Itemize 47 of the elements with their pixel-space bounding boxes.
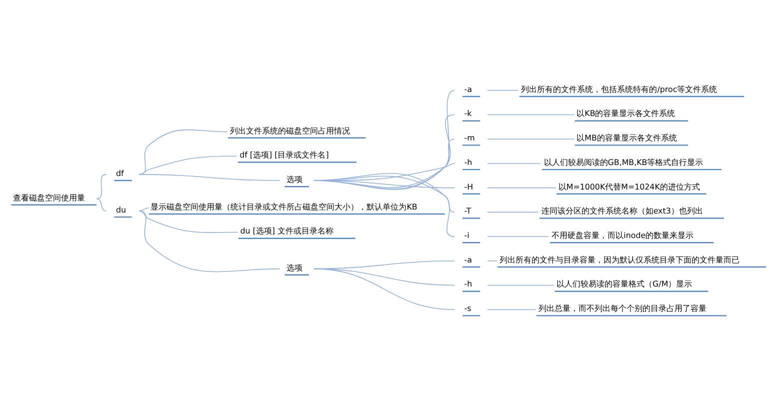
connector bbox=[487, 309, 536, 310]
node-box bbox=[462, 168, 480, 170]
node-box bbox=[556, 193, 706, 195]
node-box bbox=[542, 168, 722, 170]
connector bbox=[487, 236, 550, 237]
connector bbox=[138, 174, 280, 181]
node-box bbox=[11, 204, 97, 206]
node-box bbox=[554, 290, 708, 292]
connector bbox=[138, 210, 238, 233]
connector bbox=[487, 284, 555, 286]
node-box bbox=[574, 120, 688, 122]
connector bbox=[487, 163, 542, 164]
node-box bbox=[550, 242, 714, 244]
connector bbox=[96, 174, 107, 200]
connector bbox=[487, 138, 575, 140]
node-box bbox=[462, 144, 480, 146]
node-box bbox=[462, 266, 480, 268]
connector bbox=[487, 212, 539, 213]
node-box bbox=[462, 120, 480, 122]
connector bbox=[138, 208, 150, 212]
node-box bbox=[540, 218, 724, 219]
connector bbox=[138, 210, 280, 272]
connector bbox=[487, 114, 575, 116]
node-box bbox=[462, 218, 480, 219]
node-box bbox=[238, 162, 357, 163]
node-box bbox=[462, 315, 480, 316]
node-box bbox=[574, 144, 688, 146]
node-box bbox=[462, 242, 480, 244]
connector bbox=[138, 156, 237, 175]
node-box bbox=[536, 315, 726, 316]
node-box bbox=[284, 186, 310, 188]
node-box bbox=[284, 274, 310, 276]
node-box bbox=[462, 193, 480, 195]
node-box bbox=[462, 96, 480, 98]
connector bbox=[96, 198, 107, 212]
connector bbox=[487, 187, 556, 188]
connector bbox=[487, 260, 498, 262]
node-box bbox=[114, 216, 132, 218]
connector bbox=[314, 268, 455, 310]
node-box bbox=[519, 96, 744, 98]
node-box bbox=[462, 290, 480, 292]
node-box bbox=[114, 180, 132, 182]
connector bbox=[487, 90, 519, 91]
node-box bbox=[148, 213, 445, 215]
node-box bbox=[238, 238, 356, 239]
node-box bbox=[228, 137, 366, 138]
node-box bbox=[498, 266, 766, 268]
